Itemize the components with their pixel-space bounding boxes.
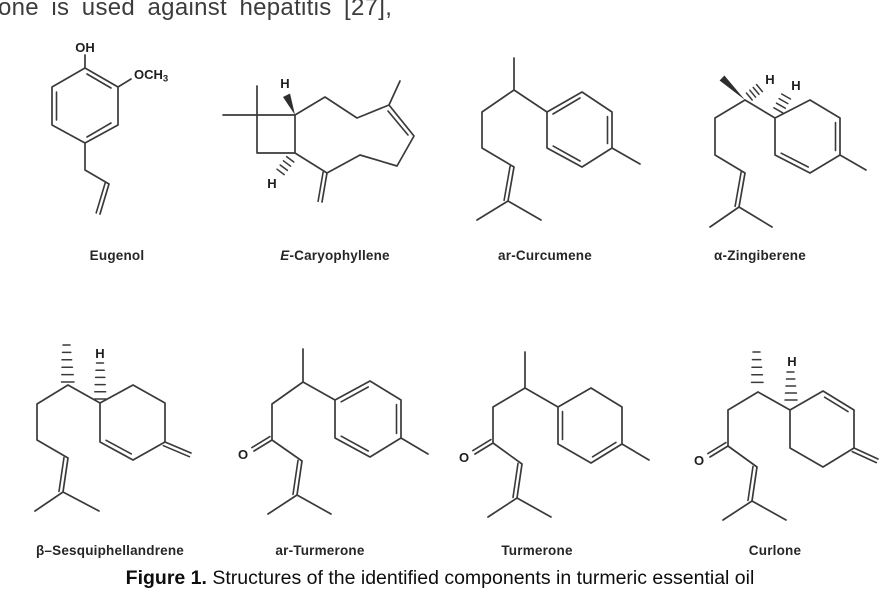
label-ar-turmerone: ar-Turmerone <box>275 543 365 558</box>
bond-skeleton <box>253 348 429 515</box>
structure-turmerone: O <box>459 351 650 518</box>
atom-label-h: H <box>267 176 276 191</box>
double-bonds <box>707 396 878 502</box>
label-alpha-zingiberene: α-Zingiberene <box>714 248 806 263</box>
double-bonds <box>503 97 609 202</box>
structure-beta-sesquiphellandrene: H <box>34 344 192 512</box>
bond-skeleton <box>34 384 192 512</box>
double-bonds <box>734 121 837 208</box>
label-curlone: Curlone <box>748 543 802 558</box>
label-turmerone: Turmerone <box>501 543 573 558</box>
structure-eugenol: OH OCH3 <box>51 40 168 215</box>
atom-label-h: H <box>280 76 289 91</box>
label-caryophyllene: E-Caryophyllene <box>245 248 425 263</box>
figure-caption-number: Figure 1. <box>125 567 207 589</box>
hash-bond-ring <box>93 362 107 400</box>
atom-label-oh: OH <box>75 40 95 55</box>
label-caryophyllene-rest: -Caryophyllene <box>289 248 390 263</box>
double-bonds <box>58 439 191 493</box>
figure-caption: Figure 1. Structures of the identified c… <box>0 567 880 590</box>
figure-caption-text: Structures of the identified components … <box>206 567 755 589</box>
structure-ar-turmerone: O <box>238 348 429 515</box>
bond-skeleton <box>51 54 132 215</box>
bond-skeleton <box>709 390 879 521</box>
structure-curlone: O H <box>694 351 879 521</box>
hash-bond <box>276 155 295 176</box>
hash-bond-chain <box>745 83 764 101</box>
atom-label-h: H <box>791 78 800 93</box>
atom-label-h: H <box>787 354 796 369</box>
atom-label-h: H <box>765 72 774 87</box>
atom-label-o: O <box>459 450 469 465</box>
body-text: one is used against hepatitis [27], <box>0 0 393 21</box>
hash-bond-ring <box>773 93 792 114</box>
wedge-bond <box>719 75 745 100</box>
double-bonds <box>472 410 617 499</box>
label-eugenol: Eugenol <box>89 248 145 263</box>
hash-bond-methyl <box>60 344 75 383</box>
label-caryophyllene-italic: E <box>280 248 290 263</box>
double-bonds <box>55 73 112 214</box>
hash-bond-ring <box>784 371 798 401</box>
hash-bond-methyl <box>750 351 764 384</box>
bond-skeleton <box>222 80 415 203</box>
bond-skeleton <box>709 99 867 228</box>
label-ar-curcumene: ar-Curcumene <box>498 248 592 263</box>
structure-alpha-zingiberene: H H <box>709 72 867 228</box>
bond-skeleton <box>476 57 641 221</box>
structure-caryophyllene: H H <box>222 76 415 203</box>
atom-label-h: H <box>95 346 104 361</box>
label-beta-sesquiphellandrene: β–Sesquiphellandrene <box>35 543 185 558</box>
structure-ar-curcumene <box>476 57 641 221</box>
double-bonds <box>317 110 409 203</box>
wedge-bond <box>283 93 295 115</box>
atom-label-o: O <box>694 453 704 468</box>
double-bonds <box>251 386 398 496</box>
bond-skeleton <box>474 351 650 518</box>
atom-label-o: O <box>238 447 248 462</box>
atom-label-och3: OCH3 <box>134 67 168 85</box>
